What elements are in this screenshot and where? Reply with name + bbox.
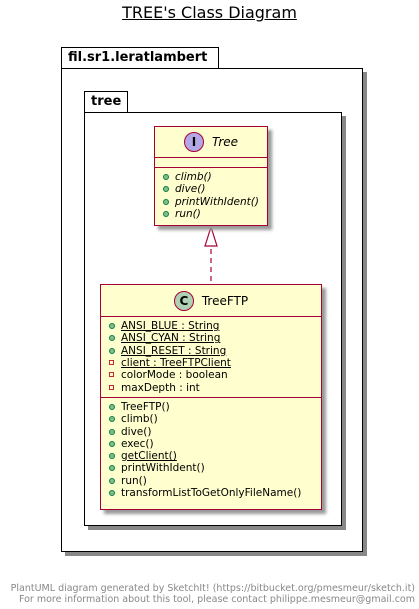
footer-line-1: PlantUML diagram generated by SketchIt! …: [10, 583, 415, 594]
public-icon: [109, 453, 115, 460]
method-row: climb(): [163, 171, 267, 183]
public-icon: [109, 428, 115, 435]
package-tab-inner: tree: [84, 91, 128, 113]
package-name-inner: tree: [91, 94, 122, 109]
package-name-outer: fil.sr1.leratlambert: [68, 50, 208, 65]
interface-tree-header: I Tree: [155, 127, 267, 157]
public-icon: [163, 174, 169, 181]
footer-line-2: For more information about this tool, pl…: [18, 594, 415, 605]
public-icon: [109, 323, 115, 330]
field-row: maxDepth : int: [109, 381, 321, 394]
package-tab-outer: fil.sr1.leratlambert: [61, 47, 219, 69]
method-row: climb(): [109, 413, 321, 425]
interface-badge-icon: I: [183, 132, 204, 152]
interface-tree: I Tree climb() dive() printWithIdent() r…: [154, 126, 268, 226]
private-icon: [109, 385, 115, 391]
public-icon: [109, 465, 115, 472]
class-badge-icon: C: [173, 290, 194, 311]
class-treeftp: C TreeFTP ANSI_BLUE : String ANSI_CYAN :…: [100, 284, 322, 510]
interface-tree-separator-1: [155, 157, 267, 167]
footer-note: PlantUML diagram generated by SketchIt! …: [0, 583, 415, 605]
private-icon: [109, 372, 115, 378]
public-icon: [109, 403, 115, 410]
class-treeftp-name: TreeFTP: [201, 293, 249, 308]
class-treeftp-fields: ANSI_BLUE : String ANSI_CYAN : String AN…: [101, 316, 321, 397]
class-treeftp-header: C TreeFTP: [101, 285, 321, 316]
private-icon: [109, 360, 115, 366]
public-icon: [109, 490, 115, 496]
method-row: TreeFTP(): [109, 401, 321, 413]
public-icon: [163, 186, 169, 193]
field-row: ANSI_BLUE : String: [109, 320, 321, 332]
field-row: ANSI_RESET : String: [109, 345, 321, 357]
public-icon: [109, 416, 115, 423]
method-row: exec(): [109, 438, 321, 450]
field-row: colorMode : boolean: [109, 369, 321, 381]
method-row: printWithIdent(): [163, 196, 267, 208]
field-row: client : TreeFTPClient: [109, 357, 321, 369]
interface-tree-name: Tree: [211, 135, 239, 149]
diagram-title: TREE's Class Diagram: [122, 3, 297, 22]
public-icon: [109, 335, 115, 342]
public-icon: [109, 347, 115, 354]
method-row: transformListToGetOnlyFileName(): [109, 487, 321, 499]
public-icon: [163, 198, 169, 205]
method-row: run(): [163, 208, 267, 220]
method-row: dive(): [109, 425, 321, 438]
method-row: printWithIdent(): [109, 462, 321, 474]
method-row: getClient(): [109, 450, 321, 462]
public-icon: [163, 211, 169, 218]
public-icon: [109, 440, 115, 447]
method-row: dive(): [163, 183, 267, 195]
interface-tree-methods: climb() dive() printWithIdent() run(): [155, 167, 267, 220]
public-icon: [109, 477, 115, 484]
method-row: run(): [109, 475, 321, 487]
class-treeftp-methods: TreeFTP() climb() dive() exec() getClien…: [101, 396, 321, 499]
field-row: ANSI_CYAN : String: [109, 332, 321, 344]
